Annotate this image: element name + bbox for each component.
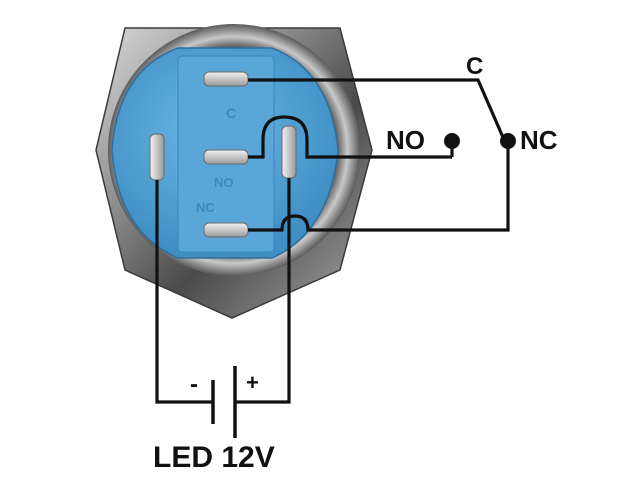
pin-marking-c: C bbox=[226, 105, 236, 121]
terminal-pin-c bbox=[203, 71, 249, 87]
pin-marking-no: NO bbox=[214, 175, 234, 190]
wire-led-plus bbox=[236, 178, 291, 404]
label-battery-plus: + bbox=[246, 370, 259, 395]
label-normally-open: NO bbox=[386, 125, 425, 155]
caption-led-12v: LED 12V bbox=[153, 441, 275, 474]
pin-marking-nc: NC bbox=[196, 200, 215, 215]
wire-normally-open bbox=[248, 115, 452, 159]
terminal-pin-no bbox=[203, 149, 249, 165]
wire-normally-closed bbox=[248, 146, 510, 232]
label-battery-minus: - bbox=[190, 371, 198, 398]
terminal-pin-led-plus bbox=[281, 125, 297, 179]
wire-led-minus bbox=[155, 180, 212, 404]
terminal-pin-nc bbox=[203, 222, 249, 238]
wire-common bbox=[248, 78, 494, 113]
label-common: C bbox=[466, 53, 483, 80]
label-normally-closed: NC bbox=[520, 125, 558, 155]
contact-nc-dot bbox=[500, 133, 516, 149]
terminal-pin-led-minus bbox=[149, 133, 165, 181]
